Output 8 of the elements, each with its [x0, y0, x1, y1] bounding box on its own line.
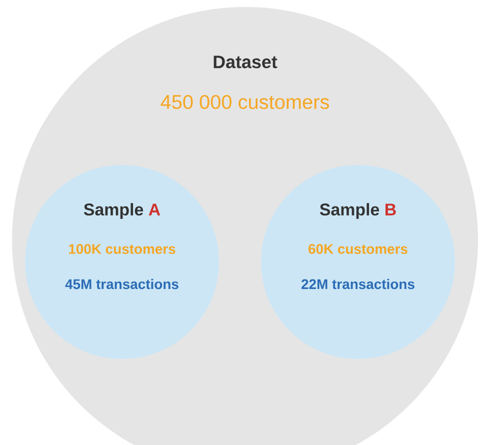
transaction-count: 45M transactions	[65, 278, 178, 290]
count-text: 450 000 customers	[160, 94, 329, 110]
customer-count: 60K customers	[308, 244, 408, 254]
sample-heading: Sample B	[320, 203, 396, 219]
heading: Dataset	[214, 56, 278, 68]
transaction-count: 22M transactions	[302, 278, 414, 290]
customer-count: 100K customers	[69, 244, 176, 254]
sample-heading: Sample A	[84, 203, 160, 219]
